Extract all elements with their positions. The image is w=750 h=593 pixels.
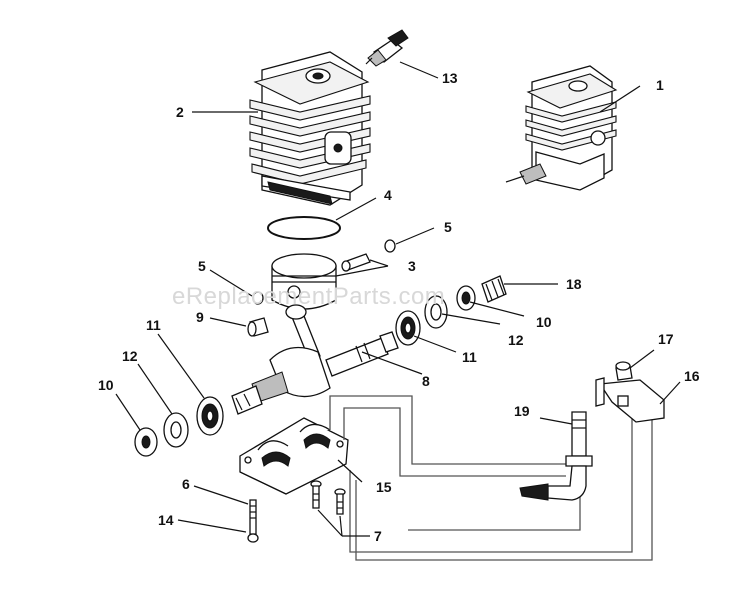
callout-15: 15 [376, 479, 392, 495]
piston-ring-part-4[interactable] [267, 216, 341, 240]
spring-part-18[interactable] [481, 275, 507, 303]
callout-12-right: 12 [508, 332, 524, 348]
callout-5-right: 5 [444, 219, 452, 235]
bracket-outline [329, 395, 653, 561]
callout-16: 16 [684, 368, 700, 384]
piston-pin[interactable] [341, 253, 371, 272]
callout-12-left: 12 [122, 348, 138, 364]
callout-10-left: 10 [98, 377, 114, 393]
screw-part-14[interactable] [247, 499, 259, 543]
callout-17: 17 [658, 331, 674, 347]
oil-seal-part-12-right[interactable] [424, 295, 448, 329]
bracket-part-16[interactable] [595, 377, 665, 423]
leader-lines [115, 61, 681, 537]
callout-13: 13 [442, 70, 458, 86]
retaining-clip-part-5-right[interactable] [384, 239, 396, 253]
crankshaft-part-8[interactable] [231, 304, 399, 415]
bearing-part-11-left[interactable] [196, 396, 224, 436]
crankcase-part-15[interactable] [239, 417, 349, 495]
callout-5-left: 5 [198, 258, 206, 274]
piston-part-3[interactable] [271, 253, 337, 310]
callout-3: 3 [408, 258, 416, 274]
callout-8: 8 [422, 373, 430, 389]
callout-11-left: 11 [146, 317, 161, 333]
callout-6: 6 [182, 476, 190, 492]
needle-bearing-part-9[interactable] [247, 317, 269, 337]
screw-part-17[interactable] [615, 361, 633, 381]
callout-1: 1 [656, 77, 664, 93]
screw-part-7-left[interactable] [310, 480, 322, 509]
retaining-clip-part-5-left[interactable] [252, 291, 264, 305]
callout-19: 19 [514, 403, 530, 419]
cylinder-part-2[interactable] [249, 51, 371, 206]
screw-part-7-right[interactable] [334, 488, 346, 515]
watermark: eReplacementParts.com [172, 283, 445, 310]
spark-plug-part-13[interactable] [365, 29, 409, 67]
bearing-part-11-right[interactable] [395, 310, 421, 346]
callout-10-right: 10 [536, 314, 552, 330]
fitting-part-19[interactable] [519, 411, 593, 501]
washer-part-10-left[interactable] [134, 427, 158, 457]
callout-4: 4 [384, 187, 392, 203]
oil-seal-part-12-left[interactable] [163, 412, 189, 448]
washer-part-10-right[interactable] [456, 285, 476, 311]
callout-2: 2 [176, 104, 184, 120]
callout-14: 14 [158, 512, 174, 528]
callout-9: 9 [196, 309, 204, 325]
callout-7: 7 [374, 528, 382, 544]
callout-18: 18 [566, 276, 582, 292]
callout-11-right: 11 [462, 349, 477, 365]
engine-assembly-part-1[interactable] [505, 65, 618, 191]
